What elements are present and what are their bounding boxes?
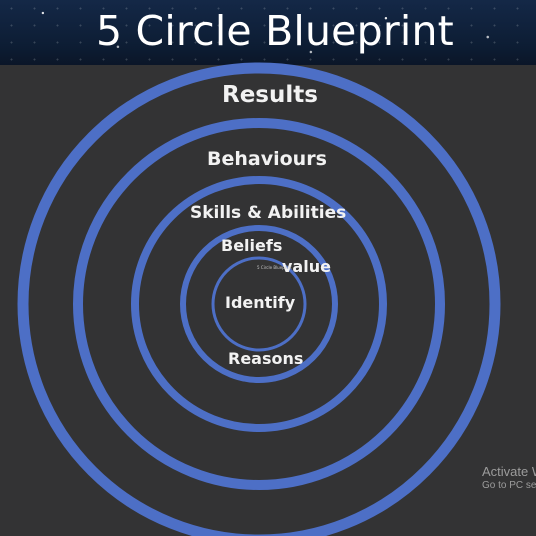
- reasons-label: Reasons: [228, 349, 304, 368]
- identify-label: Identify: [225, 293, 296, 312]
- value-label: value: [282, 257, 331, 276]
- identify-ring: [211, 256, 307, 352]
- skills-abilities-ring: [131, 176, 387, 432]
- beliefs-label: Beliefs: [221, 236, 283, 255]
- results-ring: [17, 62, 501, 536]
- tiny-center-caption: 5 Circle Blueprint: [257, 265, 292, 270]
- behaviours-ring: [73, 118, 445, 490]
- behaviours-label: Behaviours: [207, 148, 327, 170]
- results-label: Results: [222, 82, 318, 108]
- activation-title: Activate W: [482, 464, 536, 479]
- windows-activation-watermark: Activate W Go to PC sett: [482, 464, 536, 493]
- title-banner: 5 Circle Blueprint: [0, 0, 536, 65]
- activation-subtitle: Go to PC sett: [482, 480, 536, 491]
- slide-title: 5 Circle Blueprint: [96, 7, 454, 55]
- beliefs-ring: [180, 225, 338, 383]
- skills-abilities-label: Skills & Abilities: [190, 203, 347, 223]
